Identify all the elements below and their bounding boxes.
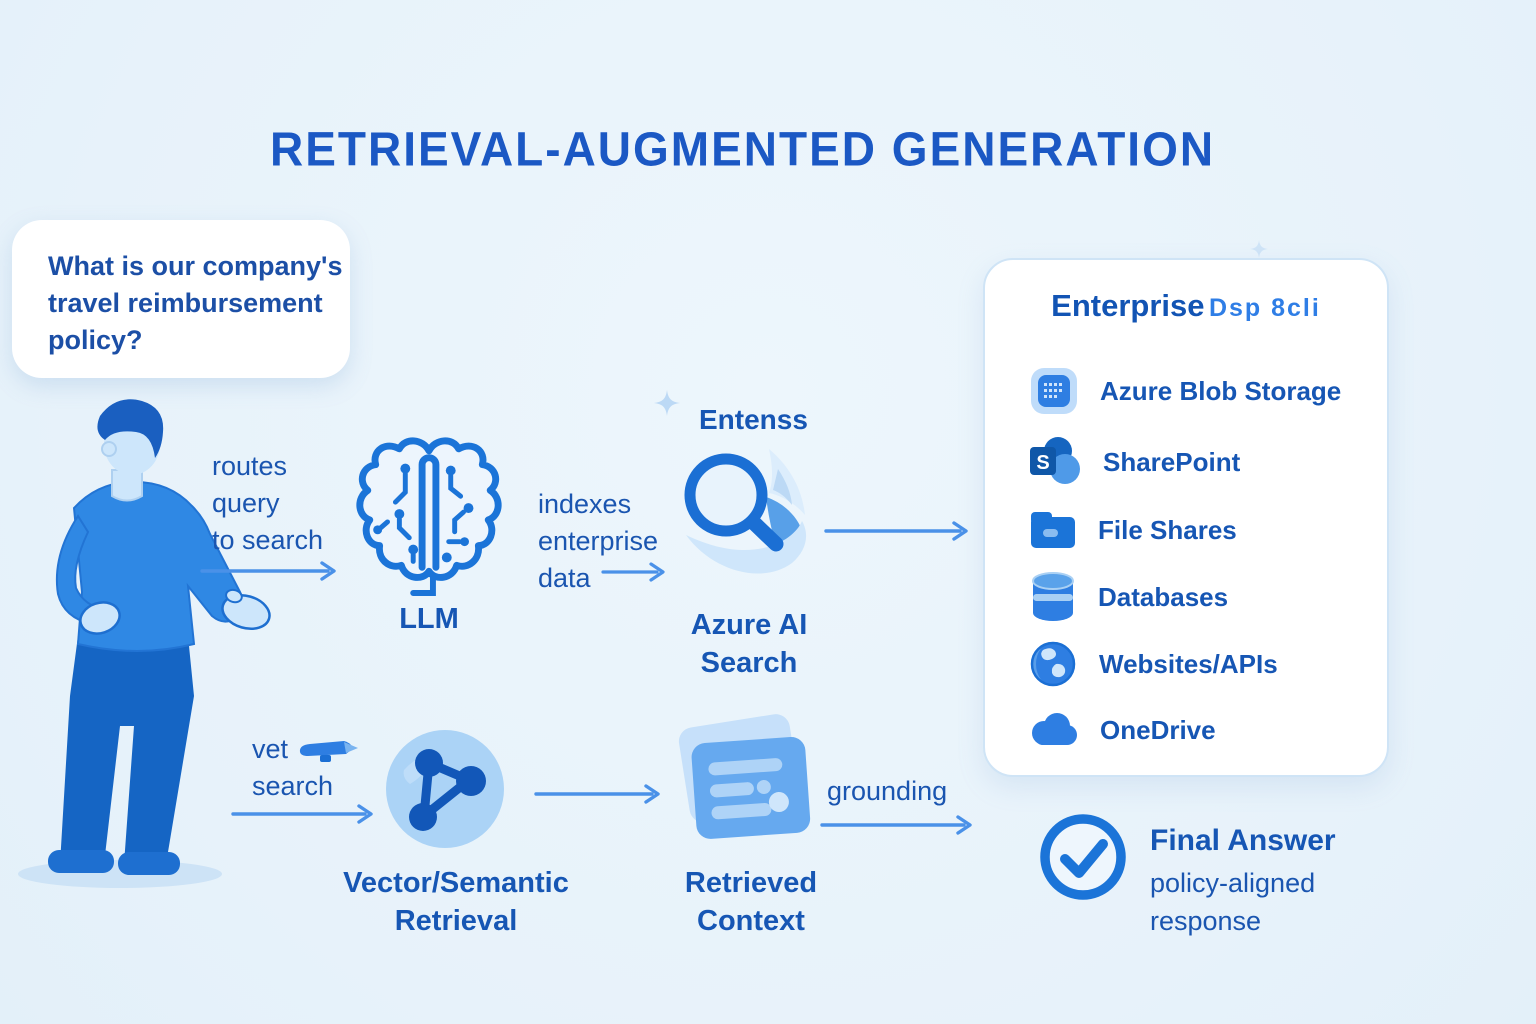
- onedrive-cloud-icon: [1032, 713, 1077, 745]
- routes-query-label: routes query to search: [212, 451, 324, 555]
- sparkle-icon: [654, 390, 680, 416]
- search-caption: Entenss: [699, 404, 808, 435]
- file-shares-folder-icon: [1031, 512, 1075, 548]
- enterprise-panel-title: Enterprise Dsp 8cli: [1051, 288, 1321, 323]
- list-item-databases: Databases: [1030, 572, 1228, 622]
- list-item-azure-blob-storage: Azure Blob Storage: [1030, 367, 1341, 415]
- enterprise-data-panel: Enterprise Dsp 8cli Azure Blob Storage: [983, 258, 1389, 777]
- sparkle-small-icon: [1250, 240, 1268, 258]
- azure-ai-search-icon: [684, 449, 807, 574]
- arrow-data-to-search-icon: [601, 562, 665, 582]
- indexes-data-label: indexes enterprise data: [538, 489, 659, 593]
- retrieved-context-icon: [678, 714, 811, 839]
- arrow-grounding-icon: [820, 815, 972, 835]
- llm-label: LLM: [399, 603, 459, 635]
- final-answer-title: Final Answer: [1150, 824, 1336, 857]
- azure-ai-search-label: Azure AI Search: [690, 609, 808, 679]
- arrow-to-vector-icon: [231, 804, 373, 824]
- svg-text:S: S: [1036, 452, 1049, 474]
- page-title: RETRIEVAL-AUGMENTED GENERATION: [270, 121, 1216, 177]
- retrieved-context-label: Retrieved Context: [684, 867, 818, 937]
- final-answer-block: Final Answer policy-aligned response: [1150, 824, 1336, 940]
- vector-semantic-retrieval-icon: [386, 730, 504, 848]
- arrow-query-to-llm-icon: [200, 561, 336, 581]
- sharepoint-icon: S: [1030, 437, 1080, 484]
- list-item-file-shares: File Shares: [1030, 508, 1237, 552]
- grounding-label: grounding: [827, 776, 948, 806]
- database-cylinder-icon: [1032, 572, 1074, 621]
- vector-retrieval-label: Vector/Semantic Retrieval: [343, 867, 569, 937]
- person-illustration: [18, 399, 271, 888]
- vet-glyph-icon: [299, 740, 359, 762]
- final-answer-subtitle: policy-aligned response: [1150, 868, 1316, 936]
- speech-bubble-text: What is our company's travel reimburseme…: [48, 251, 343, 355]
- list-item-onedrive: OneDrive: [1028, 710, 1216, 750]
- list-item-websites-apis: Websites/APIs: [1029, 640, 1278, 688]
- checkmark-circle-icon: [1040, 814, 1126, 900]
- vet-search-label: vet search: [252, 731, 362, 805]
- globe-icon: [1030, 641, 1076, 687]
- llm-brain-icon: [356, 437, 502, 596]
- azure-blob-storage-icon: [1031, 368, 1077, 414]
- arrow-to-context-icon: [534, 784, 660, 804]
- list-item-sharepoint: S SharePoint: [1029, 436, 1240, 488]
- speech-bubble: What is our company's travel reimburseme…: [12, 220, 350, 378]
- arrow-search-to-enterprise-icon: [824, 521, 968, 541]
